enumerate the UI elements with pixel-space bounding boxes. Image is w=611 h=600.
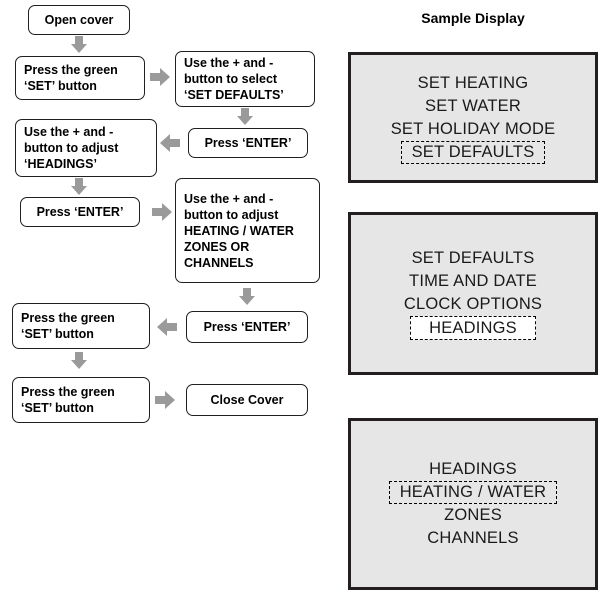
display-line: CLOCK OPTIONS (403, 295, 543, 313)
flow-node-label: Use the + and - button to adjust HEATING… (184, 191, 294, 270)
display-line: CHANNELS (427, 529, 519, 547)
arrow-right-1 (150, 68, 172, 86)
arrow-down-3 (68, 178, 90, 196)
arrow-left-2 (155, 318, 177, 336)
display-panel-1: SET HEATING SET WATER SET HOLIDAY MODE S… (348, 52, 598, 183)
flow-node-select-defaults[interactable]: Use the + and - button to select ‘SET DE… (175, 51, 315, 107)
flow-node-adjust-heating[interactable]: Use the + and - button to adjust HEATING… (175, 178, 320, 283)
arrow-down-5 (68, 352, 90, 370)
display-line: SET WATER (425, 96, 521, 115)
sample-display-title: Sample Display (421, 10, 525, 26)
flow-node-press-enter-1[interactable]: Press ‘ENTER’ (188, 128, 308, 158)
flow-node-label: Press ‘ENTER’ (204, 136, 292, 150)
flow-node-label: Press ‘ENTER’ (203, 320, 291, 334)
arrow-down-4 (236, 288, 258, 306)
flow-node-press-enter-2[interactable]: Press ‘ENTER’ (20, 197, 140, 227)
display-line-selected: HEATING / WATER (388, 481, 558, 504)
display-panel-3: HEADINGS HEATING / WATER ZONES CHANNELS (348, 418, 598, 590)
arrow-right-3 (155, 391, 177, 409)
display-line: SET DEFAULTS (411, 249, 535, 267)
flow-node-press-set-1[interactable]: Press the green ‘SET’ button (15, 56, 145, 100)
display-line: SET HOLIDAY MODE (390, 119, 556, 138)
arrow-down-2 (234, 108, 256, 126)
display-line-selected: SET DEFAULTS (400, 140, 546, 164)
display-line: TIME AND DATE (409, 272, 537, 290)
flow-node-label: Press ‘ENTER’ (36, 205, 124, 219)
flow-node-label: Open cover (44, 13, 114, 27)
arrow-left-1 (158, 134, 180, 152)
flow-node-label: Press the green ‘SET’ button (24, 63, 118, 93)
arrow-right-2 (152, 203, 174, 221)
flow-node-press-set-3[interactable]: Press the green ‘SET’ button (12, 377, 150, 423)
arrow-down-1 (68, 36, 90, 54)
display-line: SET HEATING (417, 73, 529, 92)
display-line: ZONES (444, 506, 502, 524)
display-line-selected: HEADINGS (410, 316, 536, 340)
flow-node-label: Use the + and - button to select ‘SET DE… (184, 56, 284, 102)
flow-node-label: Press the green ‘SET’ button (21, 385, 115, 415)
flow-node-press-enter-3[interactable]: Press ‘ENTER’ (186, 311, 308, 343)
flow-node-press-set-2[interactable]: Press the green ‘SET’ button (12, 303, 150, 349)
display-panel-2: SET DEFAULTS TIME AND DATE CLOCK OPTIONS… (348, 212, 598, 375)
flow-node-close-cover[interactable]: Close Cover (186, 384, 308, 416)
flow-node-adjust-headings[interactable]: Use the + and - button to adjust ‘HEADIN… (15, 119, 157, 177)
flow-node-label: Use the + and - button to adjust ‘HEADIN… (24, 125, 119, 171)
flow-node-label: Close Cover (210, 393, 284, 407)
flow-node-label: Press the green ‘SET’ button (21, 311, 115, 341)
flow-node-open-cover[interactable]: Open cover (28, 5, 130, 35)
display-line: HEADINGS (429, 460, 517, 478)
